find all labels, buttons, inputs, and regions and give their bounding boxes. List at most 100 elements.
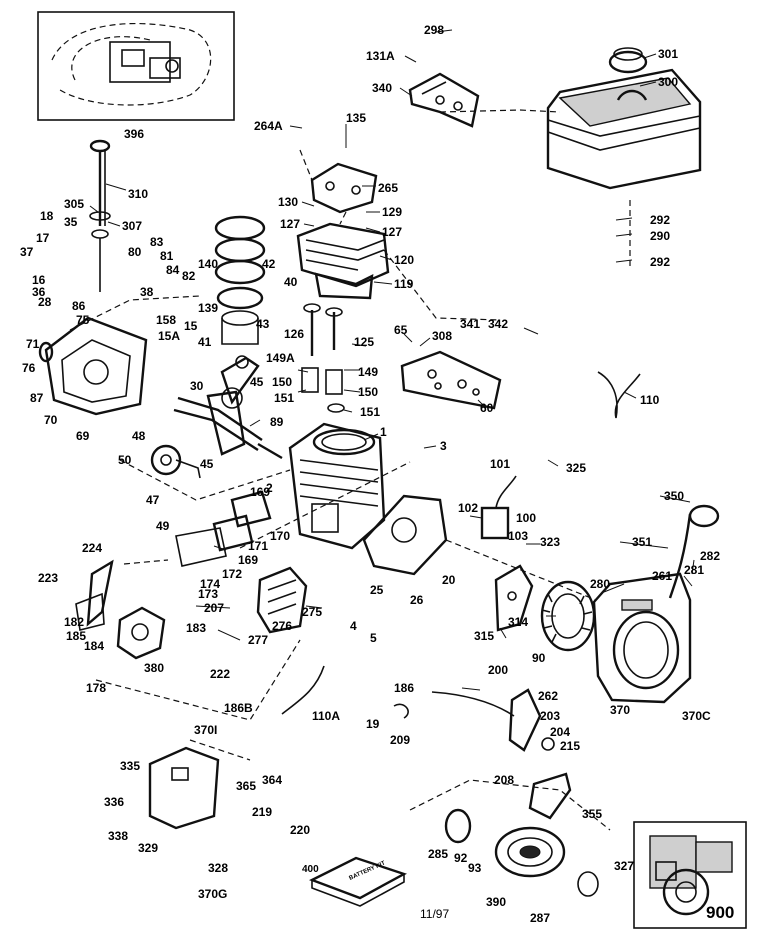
inset-governor-linkage <box>37 11 235 121</box>
part-label: 215 <box>560 739 580 753</box>
assembly-lines <box>69 109 631 831</box>
part-label: 224 <box>82 541 102 555</box>
part-label: 328 <box>208 861 228 875</box>
part-label: 151 <box>274 391 294 405</box>
part-label: 140 <box>198 257 218 271</box>
part-label: 89 <box>270 415 284 429</box>
part-label: 208 <box>494 773 514 787</box>
part-label: 80 <box>128 245 142 259</box>
part-label: 100 <box>516 511 536 525</box>
part-label: 298 <box>424 23 444 37</box>
part-label: 28 <box>38 295 52 309</box>
engine-block <box>288 422 386 550</box>
blower-housing <box>592 572 692 704</box>
part-label: 45 <box>250 375 264 389</box>
part-label: 48 <box>132 429 146 443</box>
throttle-controls <box>431 688 555 752</box>
ignition-coil <box>480 475 517 540</box>
part-label: 82 <box>182 269 196 283</box>
part-label: 336 <box>104 795 124 809</box>
part-label: 262 <box>538 689 558 703</box>
part-label: 71 <box>26 337 40 351</box>
part-label: 170 <box>270 529 290 543</box>
part-label: 25 <box>370 583 384 597</box>
part-label: 90 <box>532 651 546 665</box>
part-label: 281 <box>684 563 704 577</box>
part-label: 26 <box>410 593 424 607</box>
part-label: 282 <box>700 549 720 563</box>
part-label: 20 <box>442 573 456 587</box>
part-label: 102 <box>458 501 478 515</box>
part-label: 351 <box>632 535 652 549</box>
part-labels: 298 301 131A 300 340 264A 135 265 130 12… <box>20 23 734 925</box>
part-label: 3 <box>440 439 447 453</box>
part-label: 70 <box>44 413 58 427</box>
part-label: 15A <box>158 329 180 343</box>
crankshaft <box>173 390 283 460</box>
part-label: 329 <box>138 841 158 855</box>
part-label: 92 <box>454 851 468 865</box>
part-label: 370G <box>198 887 227 901</box>
shield-60 <box>400 350 502 410</box>
part-label: 370 <box>610 703 630 717</box>
part-label: 87 <box>30 391 44 405</box>
piston-rings <box>214 215 266 345</box>
part-label: 49 <box>156 519 170 533</box>
part-label: 127 <box>382 225 402 239</box>
part-label: 292 <box>650 255 670 269</box>
part-label: 93 <box>468 861 482 875</box>
part-label: 301 <box>658 47 678 61</box>
part-label: 151 <box>360 405 380 419</box>
part-label: 149 <box>358 365 378 379</box>
date-code: 11/97 <box>420 907 449 921</box>
part-label: 290 <box>650 229 670 243</box>
part-label: 83 <box>150 235 164 249</box>
part-label: 220 <box>290 823 310 837</box>
part-label: 5 <box>370 631 377 645</box>
part-label: 47 <box>146 493 160 507</box>
part-label: 203 <box>540 709 560 723</box>
part-label: 222 <box>210 667 230 681</box>
part-label: 126 <box>284 327 304 341</box>
part-label: 265 <box>378 181 398 195</box>
connecting-rod <box>220 355 260 409</box>
part-label: 43 <box>256 317 270 331</box>
part-label: 129 <box>382 205 402 219</box>
part-label: 277 <box>248 633 268 647</box>
part-label: 172 <box>222 567 242 581</box>
part-label: 139 <box>198 301 218 315</box>
part-label: 280 <box>590 577 610 591</box>
part-label: 169 <box>238 553 258 567</box>
part-label: 264A <box>254 119 283 133</box>
backplate <box>362 494 448 576</box>
part-label: 307 <box>122 219 142 233</box>
part-label: 17 <box>36 231 50 245</box>
part-label: 16 <box>32 273 46 287</box>
part-label: 75 <box>76 313 90 327</box>
part-label: 50 <box>118 453 132 467</box>
recoil-starter <box>444 772 599 897</box>
part-label: 186 <box>394 681 414 695</box>
misc-wires <box>281 371 720 719</box>
part-label: 287 <box>530 911 550 925</box>
part-label: 900 <box>706 903 734 922</box>
battery-kit-box <box>309 856 407 907</box>
part-label: 200 <box>488 663 508 677</box>
plate-265 <box>310 162 378 214</box>
part-label: 365 <box>236 779 256 793</box>
part-label: 65 <box>394 323 408 337</box>
part-label: 185 <box>66 629 86 643</box>
part-label: 335 <box>120 759 140 773</box>
battery-kit-box-label: BATTERY KIT <box>348 860 386 881</box>
part-label: 18 <box>40 209 54 223</box>
part-label: 327 <box>614 859 634 873</box>
part-label: 158 <box>156 313 176 327</box>
part-label: 127 <box>280 217 300 231</box>
part-label: 86 <box>72 299 86 313</box>
part-label: 341 <box>460 317 480 331</box>
part-label: 364 <box>262 773 282 787</box>
part-label: 19 <box>366 717 380 731</box>
part-label: 380 <box>144 661 164 675</box>
part-label: 308 <box>432 329 452 343</box>
